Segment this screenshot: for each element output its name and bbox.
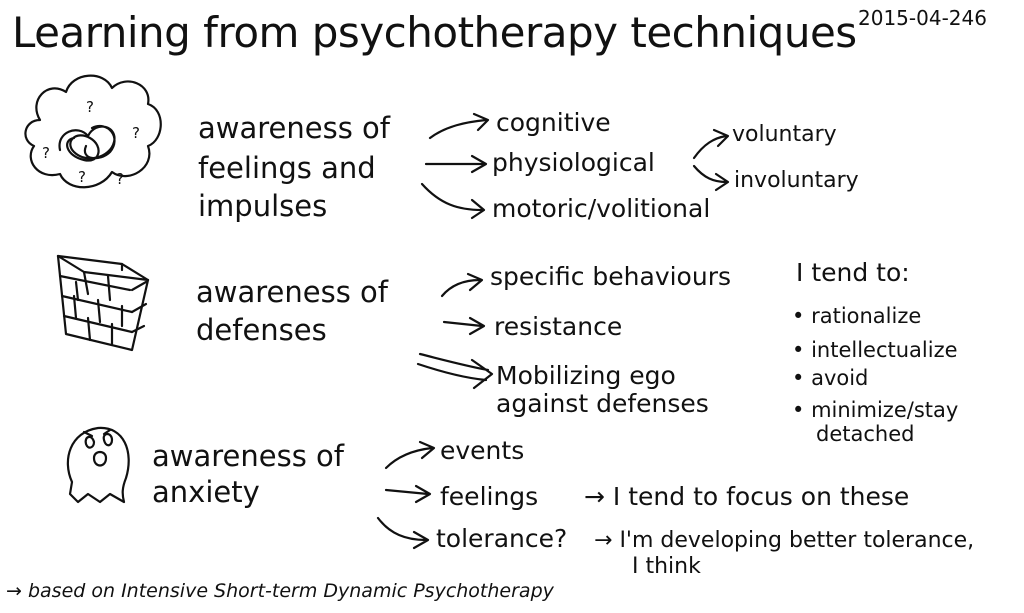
arrow-to-cognitive: [428, 112, 490, 140]
item-events: events: [440, 436, 525, 465]
arrow-to-voluntary: [692, 128, 730, 160]
question-mark: ?: [42, 144, 50, 162]
item-feelings: feelings: [440, 482, 539, 511]
item-specific-behaviours: specific behaviours: [490, 262, 732, 291]
item-motoric-volitional: motoric/volitional: [492, 194, 711, 223]
anxiety-heading-line1: awareness of: [152, 439, 344, 473]
defenses-heading-line2: defenses: [196, 313, 327, 347]
defenses-heading-line1: awareness of: [196, 275, 388, 309]
date-stamp: 2015-04-246: [858, 6, 987, 30]
note-tolerance: → I'm developing better tolerance,: [594, 528, 975, 553]
item-involuntary: involuntary: [734, 168, 859, 193]
arrow-to-specific-behaviours: [440, 272, 484, 298]
brick-wall-icon: [56, 254, 150, 352]
question-mark: ?: [132, 124, 140, 142]
item-physiological: physiological: [492, 148, 655, 177]
page-title: Learning from psychotherapy techniques: [12, 8, 857, 57]
arrow-to-physiological: [424, 154, 488, 174]
question-mark: ?: [116, 170, 124, 188]
item-mobilizing-ego: Mobilizing ego against defenses: [496, 361, 709, 418]
item-resistance: resistance: [494, 312, 623, 341]
question-mark: ?: [78, 168, 86, 186]
feelings-heading-line2: feelings and: [198, 151, 376, 185]
arrow-to-involuntary: [692, 164, 730, 192]
footnote: → based on Intensive Short-term Dynamic …: [6, 580, 554, 602]
tangled-thought-cloud-icon: ? ? ? ? ?: [24, 74, 162, 189]
feelings-heading-line1: awareness of: [198, 111, 390, 145]
tendency-item: • intellectualize: [792, 338, 958, 362]
item-voluntary: voluntary: [732, 122, 837, 147]
anxiety-heading-line2: anxiety: [152, 475, 260, 509]
tendencies-heading: I tend to:: [796, 258, 910, 287]
item-cognitive: cognitive: [496, 108, 611, 137]
note-tolerance-continuation: I think: [632, 554, 701, 579]
tendency-item: • rationalize: [792, 304, 922, 328]
arrow-to-events: [384, 440, 436, 470]
tendency-item: • minimize/stay: [792, 398, 959, 422]
question-mark: ?: [86, 98, 94, 116]
tendency-item-continuation: detached: [816, 422, 915, 446]
item-tolerance: tolerance?: [436, 524, 568, 553]
arrow-to-feelings: [384, 484, 432, 504]
arrow-to-tolerance: [376, 516, 430, 550]
feelings-heading-line3: impulses: [198, 189, 328, 223]
tendency-item: • avoid: [792, 366, 869, 390]
double-arrow-to-mobilizing: [416, 352, 494, 390]
note-focus: → I tend to focus on these: [584, 482, 910, 511]
anxious-ghost-icon: [66, 426, 130, 504]
arrow-to-resistance: [442, 316, 486, 336]
arrow-to-motoric: [420, 182, 486, 220]
